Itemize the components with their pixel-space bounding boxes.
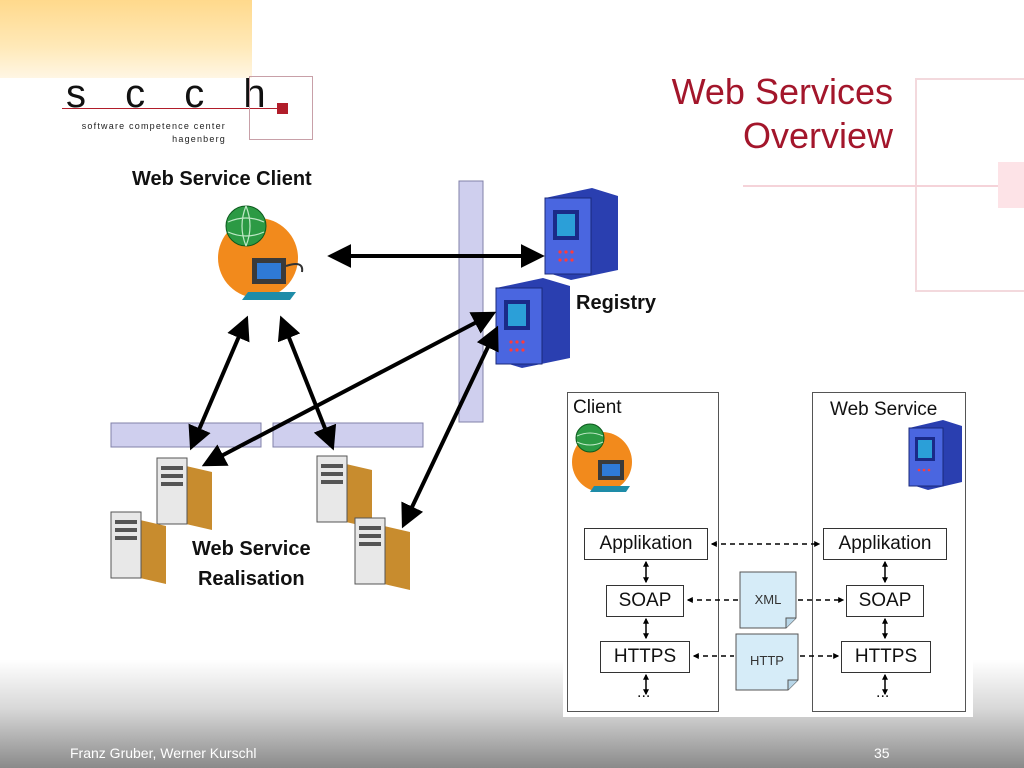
realisation-server-icon-4 (354, 517, 410, 590)
realisation-server-icon-1 (156, 457, 212, 530)
realisation-label-line1: Web Service (192, 538, 311, 560)
client-column-title: Client (573, 397, 622, 418)
xml-document-fold (785, 617, 796, 628)
service-soap-box: SOAP (846, 585, 924, 617)
logo-underline (62, 108, 282, 109)
client-continuation: ... (637, 684, 651, 701)
corner-gradient (0, 0, 252, 78)
logo-dot (277, 103, 288, 114)
realisation-label-line2: Realisation (197, 568, 305, 590)
http-document-label: HTTP (750, 653, 784, 668)
page-number: 35 (874, 745, 890, 761)
client-applikation-box: Applikation (584, 528, 708, 560)
decorative-line (743, 185, 1024, 187)
realisation-bus-bar-right (272, 422, 424, 448)
client-computer-icon (218, 205, 304, 300)
stack-service-server-icon (908, 420, 962, 490)
registry-server-icon-top (544, 188, 618, 280)
web-service-client-label: Web Service Client (132, 168, 312, 190)
logo-subtitle: software competence center hagenberg (68, 120, 226, 146)
logo-wordmark: s c c h (66, 72, 280, 116)
logo-subtitle-line2: hagenberg (172, 134, 226, 144)
decorative-block (998, 162, 1024, 208)
slide-title-line2: Overview (742, 115, 893, 156)
service-column-title: Web Service (830, 399, 938, 420)
arrow-registry-realisation-2 (401, 325, 499, 529)
registry-label: Registry (576, 292, 657, 314)
service-continuation: ... (876, 684, 890, 701)
slide-title: Web Services Overview (473, 70, 893, 158)
logo-subtitle-line1: software competence center (81, 121, 226, 131)
registry-server-icon-bottom (495, 278, 570, 368)
client-soap-box: SOAP (606, 585, 684, 617)
slide-title-line1: Web Services (671, 71, 893, 112)
realisation-bus-bar-left (110, 422, 262, 448)
client-https-box: HTTPS (600, 641, 690, 673)
http-document-fold (787, 679, 798, 690)
realisation-label: Web Service Realisation (192, 534, 311, 594)
logo-square (249, 76, 313, 140)
footer-authors: Franz Gruber, Werner Kurschl (70, 745, 257, 761)
realisation-server-icon-2 (110, 511, 166, 584)
realisation-server-icon-3 (316, 455, 372, 528)
service-applikation-box: Applikation (823, 528, 947, 560)
service-https-box: HTTPS (841, 641, 931, 673)
xml-document-label: XML (754, 592, 782, 607)
stack-client-icon (572, 423, 632, 492)
